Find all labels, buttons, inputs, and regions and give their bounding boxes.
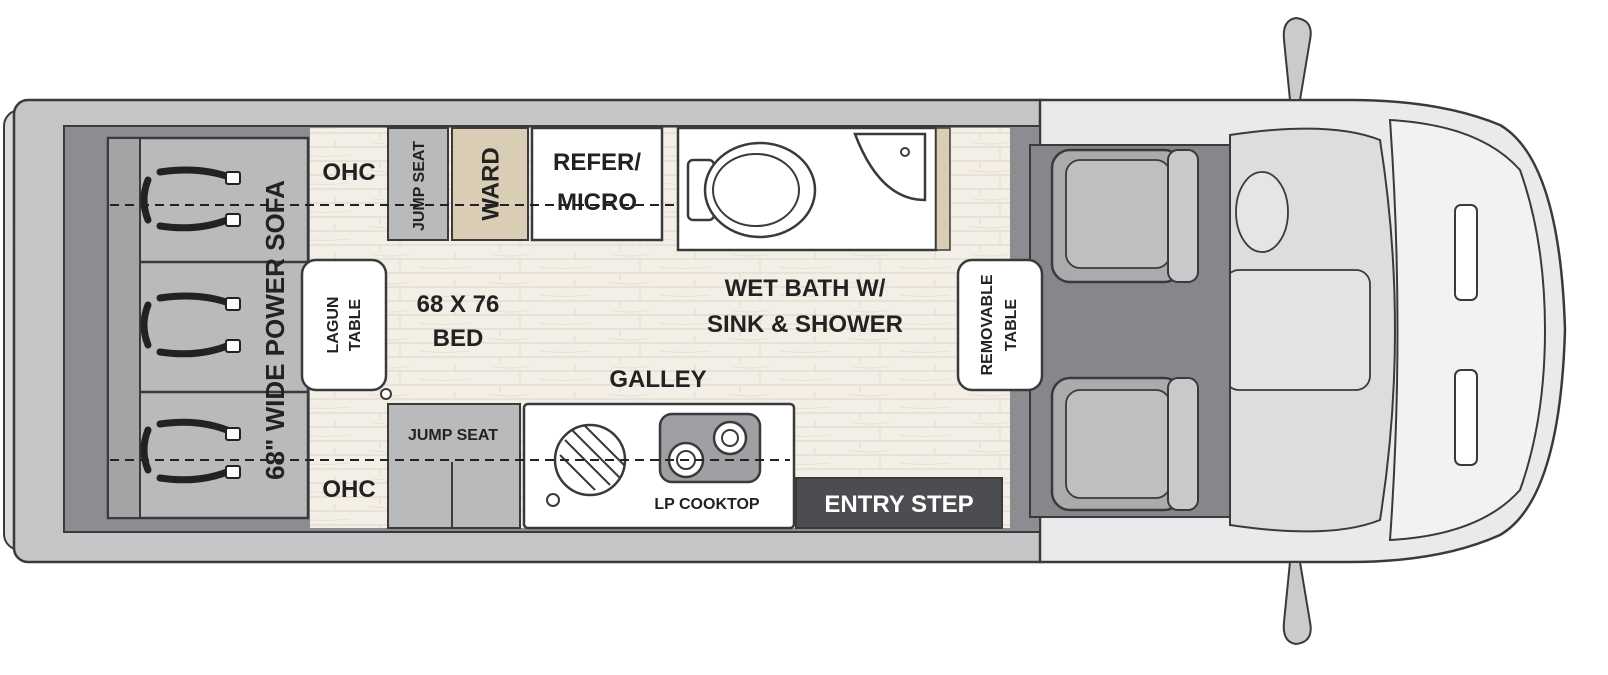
wet-bath: WET BATH W/ SINK & SHOWER [676,126,951,338]
ohc-top-label: OHC [322,159,375,186]
bed-label-line2: BED [433,325,484,352]
cab-seats [1050,148,1199,512]
lagun-label-line1: LAGUN [325,297,342,354]
removable-label-line1: REMOVABLE [979,274,996,375]
lagun-table: LAGUN TABLE [300,258,392,400]
rear-cabinets: JUMP SEAT WARD REFER/ MICRO OHC [110,126,690,242]
cooktop-icon [658,412,762,484]
galley: GALLEY JUMP SEAT OHC LP COOKTOP [110,366,796,530]
ward-label: WARD [477,147,504,220]
toilet-icon [686,141,817,239]
jump-seat-top-label: JUMP SEAT [411,141,428,231]
wardrobe [451,127,529,241]
sink-icon [853,132,927,202]
wet-bath-label-line2: SINK & SHOWER [707,311,903,338]
lagun-label-line2: TABLE [347,299,364,351]
sofa-label: 68" WIDE POWER SOFA [260,180,290,480]
cooktop-label: LP COOKTOP [654,496,760,513]
galley-label: GALLEY [609,366,706,393]
refer-label-line1: REFER/ [553,149,641,176]
passenger-seat-icon [1050,376,1199,512]
entry-step: ENTRY STEP [795,477,1003,529]
removable-table: REMOVABLE TABLE [956,258,1044,392]
refer-label-line2: MICRO [557,189,637,216]
ohc-bottom-label: OHC [322,476,375,503]
removable-label-line2: TABLE [1003,299,1020,351]
jump-seat-bottom-label: JUMP SEAT [408,427,498,444]
power-sofa: 68" WIDE POWER SOFA [106,136,310,520]
refrigerator-microwave [530,126,664,242]
wet-bath-label-line1: WET BATH W/ [725,275,886,302]
bed-label-line1: 68 X 76 [417,291,500,318]
driver-seat-icon [1050,148,1199,284]
entry-step-label: ENTRY STEP [824,491,973,518]
